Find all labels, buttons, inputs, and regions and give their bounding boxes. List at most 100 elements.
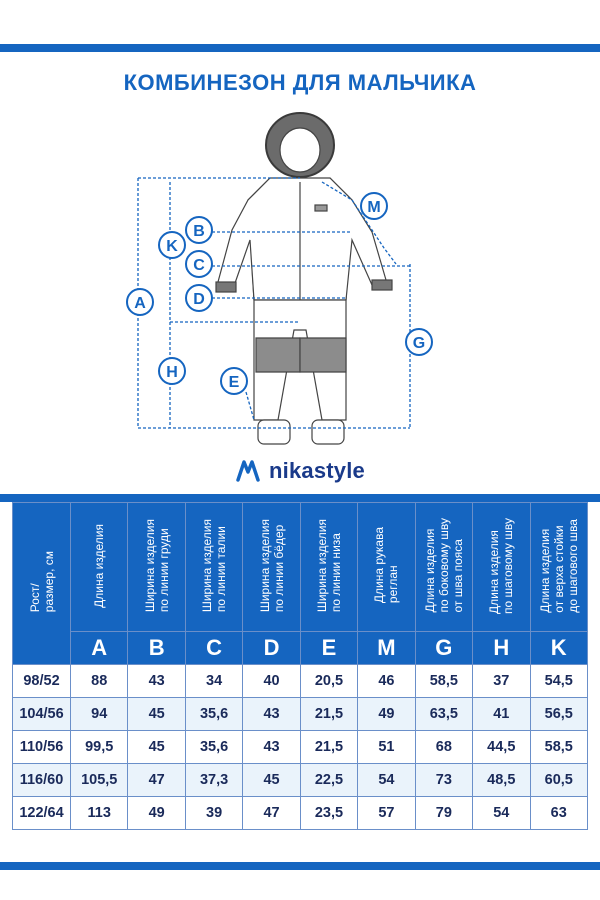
marker-h: H xyxy=(158,357,186,385)
col-header-e: Ширина изделия по линии низа xyxy=(299,502,359,632)
brand-name: nikastyle xyxy=(269,458,365,483)
row-size: 98/52 xyxy=(12,664,71,698)
table-cell: 35,6 xyxy=(184,697,244,731)
table-row: 98/52 88 43 34 40 20,5 46 58,5 37 54,5 xyxy=(12,664,588,698)
table-cell: 68 xyxy=(414,730,474,764)
table-cell: 54 xyxy=(472,796,531,830)
table-cell: 40 xyxy=(242,664,301,698)
col-letter: D xyxy=(242,631,301,665)
marker-e: E xyxy=(220,367,248,395)
table-cell: 63 xyxy=(529,796,588,830)
marker-d: D xyxy=(185,284,213,312)
col-header-g: Длина изделия по боковому шву от шва поя… xyxy=(414,502,474,632)
marker-a: A xyxy=(126,288,154,316)
table-cell: 54,5 xyxy=(529,664,588,698)
col-header-k: Длина изделия от верха стойки до шаговог… xyxy=(529,502,588,632)
table-cell: 113 xyxy=(69,796,129,830)
table-cell: 49 xyxy=(127,796,186,830)
table-row: 116/60 105,5 47 37,3 45 22,5 54 73 48,5 … xyxy=(12,763,588,797)
table-top-band xyxy=(0,494,600,502)
table-cell: 43 xyxy=(242,730,301,764)
table-cell: 21,5 xyxy=(299,730,359,764)
table-cell: 37,3 xyxy=(184,763,244,797)
marker-c: C xyxy=(185,250,213,278)
table-cell: 58,5 xyxy=(529,730,588,764)
svg-text:A: A xyxy=(134,295,146,312)
col-letter: H xyxy=(472,631,531,665)
table-row: 104/56 94 45 35,6 43 21,5 49 63,5 41 56,… xyxy=(12,697,588,731)
nikastyle-logo-icon xyxy=(236,460,260,482)
brand: nikastyle xyxy=(0,458,600,484)
col-letter: B xyxy=(127,631,186,665)
table-cell: 34 xyxy=(184,664,244,698)
table-cell: 54 xyxy=(357,763,416,797)
col-letter: A xyxy=(69,631,129,665)
marker-g: G xyxy=(405,328,433,356)
col-header-h: Длина изделия по шаговому шву xyxy=(472,502,531,632)
table-row: 110/56 99,5 45 35,6 43 21,5 51 68 44,5 5… xyxy=(12,730,588,764)
svg-text:M: M xyxy=(367,199,380,216)
table-cell: 43 xyxy=(242,697,301,731)
row-size: 122/64 xyxy=(12,796,71,830)
marker-b: B xyxy=(185,216,213,244)
table-cell: 45 xyxy=(127,697,186,731)
col-header-c: Ширина изделия по линии талии xyxy=(184,502,244,632)
table-cell: 48,5 xyxy=(472,763,531,797)
row-size: 104/56 xyxy=(12,697,71,731)
col-letter: C xyxy=(184,631,244,665)
table-cell: 79 xyxy=(414,796,474,830)
table-cell: 58,5 xyxy=(414,664,474,698)
marker-m: M xyxy=(360,192,388,220)
table-cell: 46 xyxy=(357,664,416,698)
row-size: 116/60 xyxy=(12,763,71,797)
svg-text:H: H xyxy=(166,364,178,381)
table-cell: 44,5 xyxy=(472,730,531,764)
col-letter: K xyxy=(529,631,588,665)
table-cell: 43 xyxy=(127,664,186,698)
table-cell: 20,5 xyxy=(299,664,359,698)
table-cell: 45 xyxy=(127,730,186,764)
table-cell: 45 xyxy=(242,763,301,797)
table-cell: 73 xyxy=(414,763,474,797)
svg-text:C: C xyxy=(193,257,205,274)
marker-k: K xyxy=(158,231,186,259)
table-cell: 51 xyxy=(357,730,416,764)
table-cell: 94 xyxy=(69,697,129,731)
table-cell: 57 xyxy=(357,796,416,830)
table-cell: 60,5 xyxy=(529,763,588,797)
table-cell: 23,5 xyxy=(299,796,359,830)
table-cell: 49 xyxy=(357,697,416,731)
col-header-b: Ширина изделия по линии груди xyxy=(127,502,186,632)
col-letter: G xyxy=(414,631,474,665)
table-cell: 105,5 xyxy=(69,763,129,797)
table-cell: 35,6 xyxy=(184,730,244,764)
table-cell: 21,5 xyxy=(299,697,359,731)
svg-text:G: G xyxy=(413,335,425,352)
table-row: 122/64 113 49 39 47 23,5 57 79 54 63 xyxy=(12,796,588,830)
size-table: Рост/ размер, см Длина изделия Ширина из… xyxy=(12,502,588,830)
table-cell: 99,5 xyxy=(69,730,129,764)
table-cell: 41 xyxy=(472,697,531,731)
table-cell: 47 xyxy=(127,763,186,797)
jumpsuit-illustration xyxy=(215,112,393,445)
svg-text:B: B xyxy=(193,223,205,240)
letter-row: A B C D E M G H K xyxy=(13,631,588,665)
table-cell: 39 xyxy=(184,796,244,830)
table-cell: 47 xyxy=(242,796,301,830)
table-cell: 37 xyxy=(472,664,531,698)
table-cell: 63,5 xyxy=(414,697,474,731)
row-size: 110/56 xyxy=(12,730,71,764)
bottom-band xyxy=(0,862,600,870)
page-title: КОМБИНЕЗОН ДЛЯ МАЛЬЧИКА xyxy=(123,70,477,95)
table-cell: 22,5 xyxy=(299,763,359,797)
table-cell: 88 xyxy=(69,664,129,698)
col-header-a: Длина изделия xyxy=(69,502,129,632)
svg-text:E: E xyxy=(229,374,240,391)
col-letter: M xyxy=(357,631,416,665)
svg-text:D: D xyxy=(193,291,205,308)
svg-text:K: K xyxy=(166,238,178,255)
header-row: Рост/ размер, см Длина изделия Ширина из… xyxy=(12,502,588,665)
col-header-m: Длина рукава реглан xyxy=(357,502,416,632)
col-letter: E xyxy=(299,631,359,665)
garment-diagram: A B K C D H E M G xyxy=(126,112,433,445)
